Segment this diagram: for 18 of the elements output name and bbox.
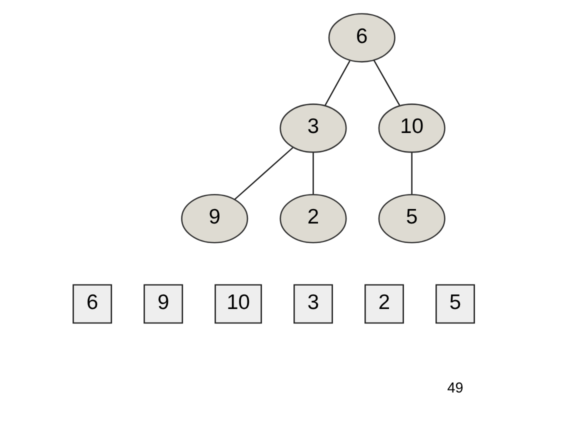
connector <box>372 60 400 106</box>
label: 49 <box>446 380 463 396</box>
node-ellipse: 10 <box>378 104 445 153</box>
node-ellipse: 6 <box>328 13 395 62</box>
connector <box>234 147 293 200</box>
node-ellipse: 2 <box>279 194 346 244</box>
node-ellipse: 5 <box>378 194 445 244</box>
connector <box>324 60 350 106</box>
node-box: 10 <box>214 284 262 324</box>
connector <box>410 152 412 194</box>
node-box: 9 <box>143 284 183 324</box>
node-box: 6 <box>72 284 112 324</box>
node-box: 3 <box>293 284 332 324</box>
connector <box>312 152 314 194</box>
node-ellipse: 3 <box>279 104 346 153</box>
node-box: 2 <box>364 284 404 324</box>
node-box: 5 <box>435 284 474 324</box>
node-ellipse: 9 <box>180 194 248 244</box>
